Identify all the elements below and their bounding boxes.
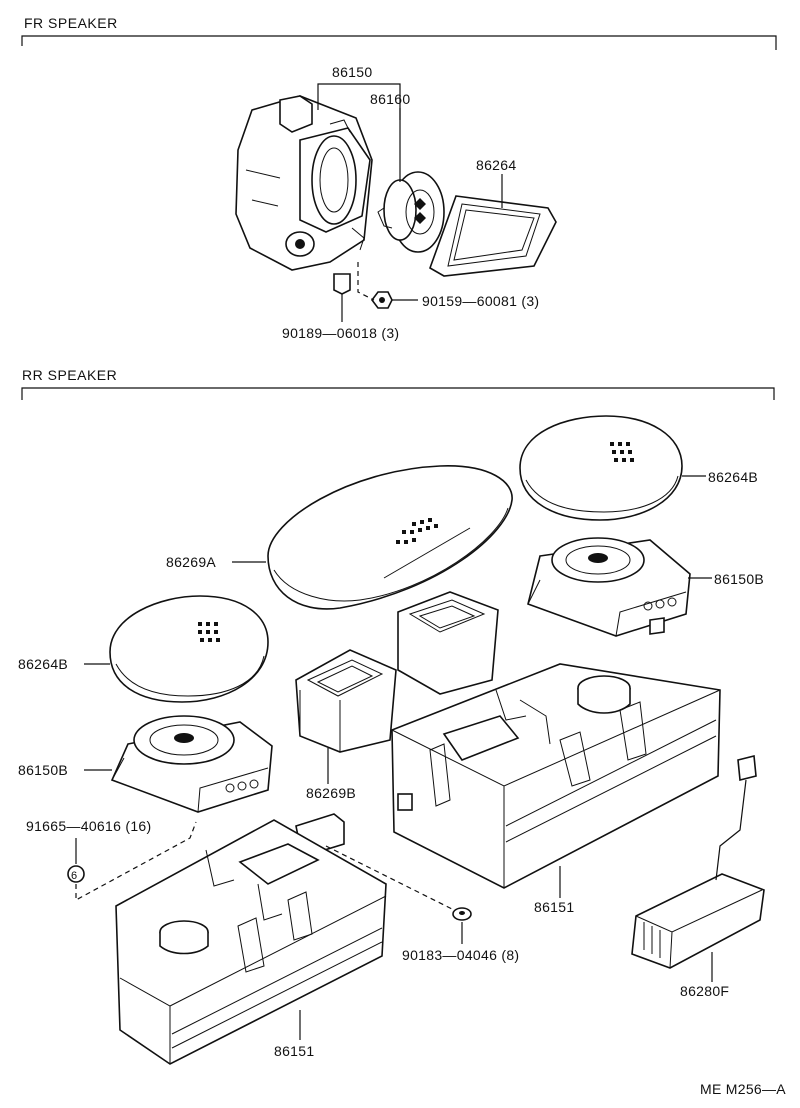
label-86269b: 86269B [306,785,356,801]
baffle-86269b [295,591,499,753]
speaker-86160 [377,171,445,253]
label-86264: 86264 [476,157,516,173]
clip-90189-icon [333,273,351,295]
label-86160: 86160 [370,91,410,107]
leader-90183-path [325,845,459,913]
speaker-86150b-left [110,715,273,813]
label-86151-right: 86151 [534,899,574,915]
section-bracket-fr [21,35,777,50]
label-91665: 91665—40616 (16) [26,818,151,834]
grille-86264b-left [109,595,269,703]
leader-fastener-path [357,262,375,301]
diagram-code: ME M256—A [700,1081,786,1097]
screw-91665-icon: 6 [67,865,85,883]
enclosure-86151-left [115,819,387,1065]
label-90183: 90183—04046 (8) [402,947,519,963]
grille-86264 [429,195,557,277]
label-90159: 90159—60081 (3) [422,293,539,309]
section-title-rr-speaker: RR SPEAKER [22,367,117,383]
nut-90183-icon [452,907,472,921]
label-86150b-right: 86150B [714,571,764,587]
speaker-housing-86150 [235,95,373,271]
label-86269a: 86269A [166,554,216,570]
section-title-fr-speaker: FR SPEAKER [24,15,118,31]
label-90189: 90189—06018 (3) [282,325,399,341]
label-86280f: 86280F [680,983,729,999]
label-86151-left: 86151 [274,1043,314,1059]
amplifier-86280f [631,754,765,969]
label-86264b-right: 86264B [708,469,758,485]
svg-text:6: 6 [71,870,77,882]
enclosure-86151-right [391,663,721,889]
leader-86150 [317,83,401,120]
speaker-86150b-right [527,537,691,637]
label-86150-fr: 86150 [332,64,372,80]
label-86150b-left: 86150B [18,762,68,778]
grille-86264b-right [519,415,683,521]
screw-90159-icon [371,291,393,309]
section-bracket-rr [21,387,775,400]
leader-91665-path [75,821,197,902]
label-86264b-left: 86264B [18,656,68,672]
cover-86269a [267,465,513,610]
